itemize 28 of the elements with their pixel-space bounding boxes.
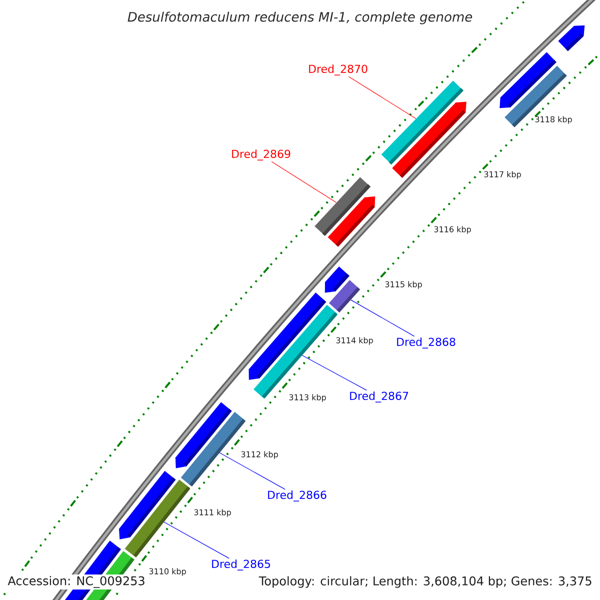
gene-bar	[381, 80, 464, 165]
tick-label: 3114 kbp	[336, 337, 373, 345]
footer-text: Accession: NC_009253	[6, 574, 147, 590]
gene-label: Dred_2868	[397, 338, 456, 348]
leader-line	[164, 522, 230, 559]
tick-label: 3111 kbp	[194, 509, 231, 517]
leader-line	[350, 300, 415, 337]
title: Desulfotomaculum reducens MI-1, complete genome	[128, 12, 472, 24]
gene-label: Dred_2867	[350, 392, 408, 402]
leader-line	[348, 76, 416, 119]
gene-label: Dred_2865	[212, 560, 270, 570]
gene-bar	[328, 280, 360, 312]
footer-text: Topology: circular; Length: 3,608,104 bp; Genes: 3,375	[257, 574, 594, 590]
tick-label: 3113 kbp	[289, 394, 326, 402]
tick-label: 3118 kbp	[535, 116, 572, 124]
leader-line	[271, 161, 337, 203]
gene-label: Dred_2869	[232, 150, 290, 160]
gene-bar	[314, 177, 371, 236]
tick-label: 3117 kbp	[484, 171, 521, 179]
tick-label: 3112 kbp	[241, 451, 278, 459]
leader-line	[219, 452, 286, 490]
gene-label: Dred_2870	[309, 64, 368, 76]
gene-bar	[124, 480, 190, 558]
tick-label: 3110 kbp	[149, 568, 186, 576]
leader-line	[302, 354, 367, 391]
tick-label: 3115 kbp	[385, 281, 422, 289]
gene-label: Dred_2866	[268, 490, 326, 502]
tick-label: 3116 kbp	[434, 226, 471, 234]
